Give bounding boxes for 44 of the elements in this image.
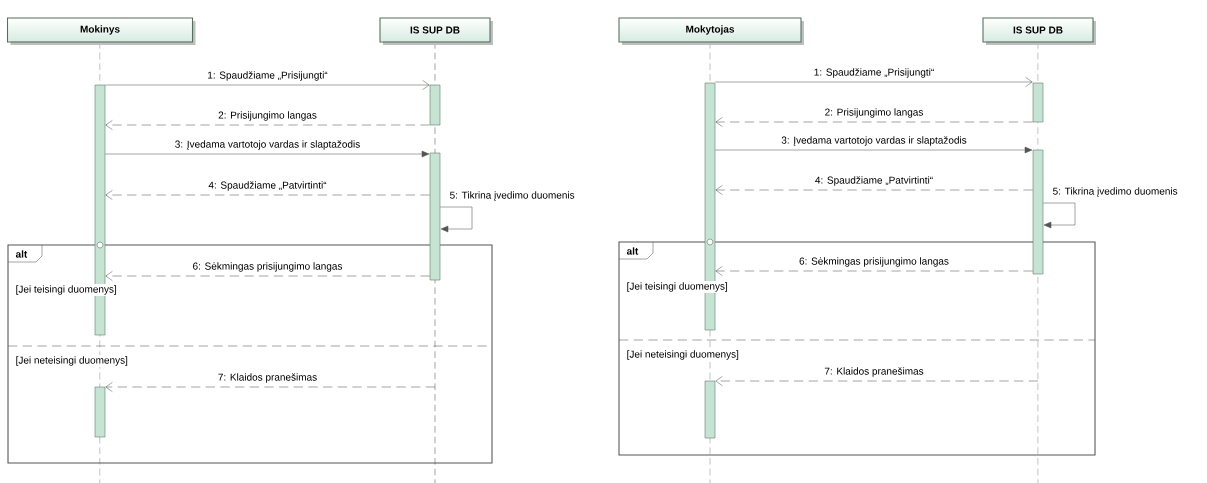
- message-label: 2: Prisijungimo langas: [216, 110, 319, 122]
- activation-bar: [1032, 149, 1044, 275]
- activation-bar: [429, 152, 441, 281]
- guard-condition: [Jei teisingi duomenys]: [625, 281, 730, 293]
- message-label: 4: Spaudžiame „Patvirtinti“: [207, 180, 328, 192]
- activation-bar: [429, 84, 441, 126]
- message-arrow: [105, 80, 430, 90]
- lifeline-head: IS SUP DB: [982, 17, 1096, 45]
- lifeline-head: Mokytojas: [618, 17, 804, 45]
- message-arrow: [105, 120, 430, 130]
- message-label: 3: Įvedama vartotojo vardas ir slaptažodis: [779, 135, 969, 147]
- message-arrow: [105, 190, 430, 200]
- fragment-tab: alt: [618, 241, 654, 260]
- activation-bar: [1032, 82, 1044, 123]
- message-arrow: [1043, 202, 1076, 229]
- message-label: 6: Sėkmingas prisijungimo langas: [797, 256, 951, 268]
- message-arrow: [715, 146, 1033, 154]
- message-label: 3: Įvedama vartotojo vardas ir slaptažodis: [173, 139, 362, 151]
- message-arrow: [715, 376, 1039, 386]
- lifeline-head: Mokinys: [6, 17, 196, 45]
- message-label: 6: Sėkmingas prisijungimo langas: [191, 261, 344, 273]
- message-arrow: [715, 77, 1033, 87]
- activation-bar: [94, 386, 106, 438]
- message-label: 1: Spaudžiame „Prisijungti“: [812, 67, 936, 79]
- message-label: 4: Spaudžiame „Patvirtinti“: [813, 175, 935, 187]
- message-arrow: [105, 382, 436, 392]
- message-label: 7: Klaidos pranešimas: [823, 366, 925, 378]
- message-arrow: [715, 117, 1033, 127]
- message-arrow: [715, 185, 1033, 195]
- message-label: 5: Tikrina įvedimo duomenis: [1051, 186, 1179, 198]
- activation-bar: [704, 380, 716, 439]
- message-arrow: [105, 271, 430, 281]
- lifeline-head: IS SUP DB: [379, 17, 493, 45]
- message-arrow: [105, 150, 430, 158]
- message-label: 1: Spaudžiame „Prisijungti“: [205, 70, 330, 82]
- message-label: 2: Prisijungimo langas: [823, 107, 925, 119]
- guard-condition: [Jei neteisingi duomenys]: [625, 349, 741, 361]
- message-arrow: [715, 266, 1033, 276]
- guard-condition: [Jei teisingi duomenys]: [14, 284, 119, 296]
- message-arrow: [440, 206, 473, 233]
- guard-condition: [Jei neteisingi duomenys]: [14, 355, 130, 367]
- message-label: 7: Klaidos pranešimas: [216, 372, 319, 384]
- fragment-tab: alt: [7, 244, 43, 263]
- message-label: 5: Tikrina įvedimo duomenis: [448, 190, 576, 202]
